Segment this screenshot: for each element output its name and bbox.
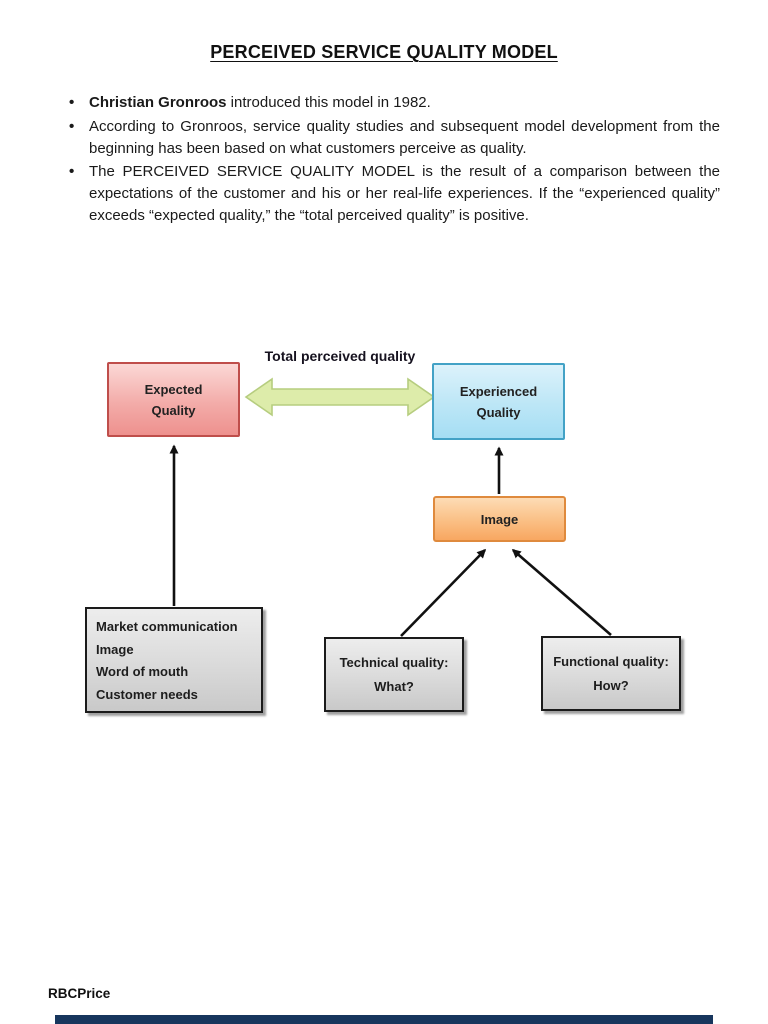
watermark: RBCPrice xyxy=(48,986,111,1001)
technical-quality-box: Technical quality: What? xyxy=(324,637,464,712)
bullet-item-definition: The PERCEIVED SERVICE QUALITY MODEL is t… xyxy=(66,161,720,226)
connector-technical-to-image xyxy=(400,548,487,637)
expected-quality-line2: Quality xyxy=(151,402,196,418)
author-name-bold: Christian Gronroos xyxy=(89,94,227,111)
bullet-item-background: According to Gronroos, service quality s… xyxy=(66,116,720,160)
inputs-line-market-communication: Market communication xyxy=(96,619,238,634)
inputs-line-image: Image xyxy=(96,641,134,657)
experienced-quality-line2: Quality xyxy=(476,404,521,420)
inputs-line-word-of-mouth: Word of mouth xyxy=(96,664,189,679)
technical-quality-line1: Technical quality: xyxy=(339,654,449,670)
experienced-quality-box: Experienced Quality xyxy=(432,363,565,440)
inputs-line-customer-needs: Customer needs xyxy=(96,686,198,702)
technical-quality-line2: What? xyxy=(374,678,414,694)
quality-inputs-box: Market communication Image Word of mouth… xyxy=(85,607,263,713)
total-perceived-quality-label: Total perceived quality xyxy=(264,348,416,364)
expected-quality-box: Expected Quality xyxy=(107,362,240,437)
functional-quality-line2: How? xyxy=(593,677,629,693)
total-quality-double-arrow xyxy=(244,377,436,417)
experienced-quality-line1: Experienced xyxy=(459,383,538,399)
functional-quality-line1: Functional quality: xyxy=(553,653,669,669)
next-page-edge xyxy=(55,1015,713,1024)
image-box: Image xyxy=(433,496,566,542)
page-title: PERCEIVED SERVICE QUALITY MODEL xyxy=(210,42,558,62)
expected-quality-line1: Expected xyxy=(144,381,203,397)
bullet-item-intro: Christian Gronroos introduced this model… xyxy=(66,92,720,114)
functional-quality-box: Functional quality: How? xyxy=(541,636,681,711)
bullet-list: Christian Gronroos introduced this model… xyxy=(66,92,720,229)
connector-functional-to-image xyxy=(511,549,612,636)
bullet-intro-rest: introduced this model in 1982. xyxy=(226,94,431,111)
image-box-label: Image xyxy=(480,511,519,527)
